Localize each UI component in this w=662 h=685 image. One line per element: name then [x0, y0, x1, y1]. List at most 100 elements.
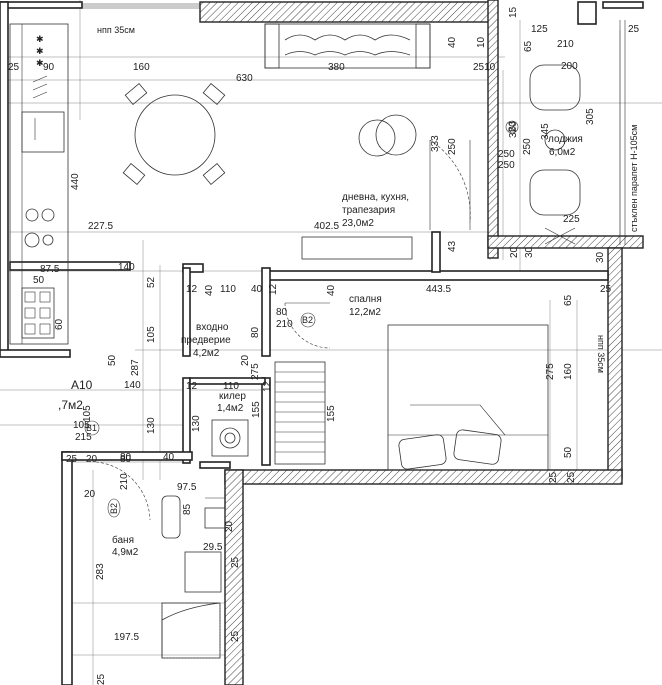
wall-top-left: [0, 1, 83, 9]
dining-table: [122, 83, 226, 185]
svg-text:✱: ✱: [36, 46, 44, 56]
dim-log-225: 225: [563, 214, 580, 225]
dim-log-200: 200: [561, 61, 578, 72]
dim-bath-975: 97.5: [177, 482, 197, 493]
dim-hall-50: 50: [107, 354, 118, 366]
washbasin: [184, 551, 222, 593]
sofa: [264, 23, 431, 69]
dim-bath-210: 210: [119, 473, 130, 490]
dim-bath-295: 29.5: [203, 542, 223, 553]
dim-top-40: 40: [447, 36, 458, 48]
dim-liv-140: 140: [118, 262, 135, 273]
door-tags: В1 В2 В2 В3: [84, 120, 519, 518]
wall-bath-right: [224, 469, 244, 685]
toilet: [161, 495, 181, 539]
dim-bath-20a: 20: [86, 454, 98, 465]
dim-liv-440: 440: [70, 173, 81, 190]
dim-log-320: 320: [508, 121, 519, 138]
dim-hall-140: 140: [124, 380, 141, 391]
wall-closet-top: [189, 377, 266, 385]
dim-liv-43: 43: [447, 240, 458, 252]
svg-text:✱: ✱: [36, 34, 44, 44]
dim-bed-25c: 25: [566, 471, 577, 483]
dim-log-250c: 250: [522, 138, 533, 155]
dim-log-30: 30: [524, 246, 535, 258]
kitchen-counter: ✱ ✱ ✱: [9, 23, 69, 345]
loggia-door: [429, 139, 471, 230]
hall-line2: предверие: [181, 335, 231, 346]
bath-cabinet: [204, 507, 226, 529]
door-tag-b2-bed: В2: [302, 315, 313, 325]
dim-bed-4435: 443.5: [426, 284, 451, 295]
hall-line1: входно: [196, 322, 229, 333]
sink: [21, 111, 65, 153]
wall-bottom: [224, 469, 623, 485]
wall-bath-left: [61, 451, 73, 685]
loggia-name: лоджия: [548, 134, 583, 145]
dim-hall-110b: 110: [223, 381, 239, 392]
parapet-note: стъклен парапет Н-105см: [629, 125, 639, 232]
dim-bed-275a: 275: [250, 363, 261, 380]
column-loggia: [577, 1, 597, 25]
notes: нпп 35см нпп 35см стъклен парапет Н-105с…: [97, 25, 639, 373]
living-line1: дневна, кухня,: [342, 192, 409, 203]
dim-hall-130a: 130: [146, 417, 157, 434]
hall-area: 4,2м2: [193, 348, 220, 359]
dim-bath-283: 283: [95, 563, 106, 580]
dim-bed-25b: 25: [548, 471, 559, 483]
dim-liv-2275: 227.5: [88, 221, 113, 232]
windows: [82, 3, 200, 9]
dim-bed-155: 155: [326, 405, 337, 422]
dim-log-345: 345: [540, 123, 551, 140]
dimension-texts: 25 90 160 630 380 2510 40 10 125 210 200…: [8, 6, 640, 685]
closet-area: 1,4м2: [217, 403, 244, 414]
dim-bed-30: 30: [595, 251, 606, 263]
dim-hall-12c: 12: [186, 381, 198, 392]
dim-liv-50: 50: [33, 275, 45, 286]
dim-hall-130b: 130: [191, 415, 202, 432]
dim-top-25: 25: [8, 62, 20, 73]
bath-area: 4,9м2: [112, 547, 139, 558]
dim-bed-25a: 25: [600, 284, 612, 295]
dim-log-210: 210: [557, 39, 574, 50]
entrance-door: [95, 461, 151, 521]
ceiling-note-right: нпп 35см: [596, 335, 606, 373]
stair-hatch: [274, 361, 326, 465]
tv-unit: [301, 236, 413, 260]
living-line2: трапезария: [342, 205, 395, 216]
dim-bath-25b: 25: [230, 556, 241, 568]
bath-fixtures: [161, 495, 226, 659]
loggia-furniture: [529, 20, 626, 245]
dim-log-25: 25: [628, 24, 640, 35]
dim-hall-40a: 40: [251, 284, 263, 295]
dim-hall-12a: 12: [186, 284, 198, 295]
bedroom-door: [284, 302, 331, 349]
dim-hall-287: 287: [130, 359, 141, 376]
dim-liv-875: 87.5: [40, 264, 60, 275]
bedroom-name: спалня: [349, 294, 382, 305]
dim-bath-20b: 20: [84, 489, 96, 500]
dim-log-250b: 250: [498, 160, 515, 171]
dim-liv-333: 333: [430, 135, 441, 152]
bedroom-area: 12,2м2: [349, 307, 381, 318]
living-area: 23,0м2: [342, 218, 374, 229]
dim-bed-275b: 275: [545, 363, 556, 380]
wall-corridor-top: [0, 349, 71, 358]
dim-top-90: 90: [43, 62, 55, 73]
dim-bath-25a: 25: [66, 454, 78, 465]
bath-name: баня: [112, 534, 134, 546]
bed: [387, 324, 549, 471]
dim-bath-25d: 25: [96, 673, 107, 685]
dim-bed-50: 50: [563, 446, 574, 458]
dim-hall-12d: 12: [262, 380, 273, 392]
ceiling-note-top: нпп 35см: [97, 25, 135, 35]
dim-log-250a: 250: [498, 149, 515, 160]
dim-cor-105a: 105: [82, 405, 93, 422]
wall-hall-right: [261, 267, 271, 357]
closet-name: килер: [219, 391, 246, 402]
svg-text:✱: ✱: [36, 58, 44, 68]
wall-hall-left-upper: [182, 267, 191, 357]
dim-bath-85: 85: [182, 503, 193, 515]
